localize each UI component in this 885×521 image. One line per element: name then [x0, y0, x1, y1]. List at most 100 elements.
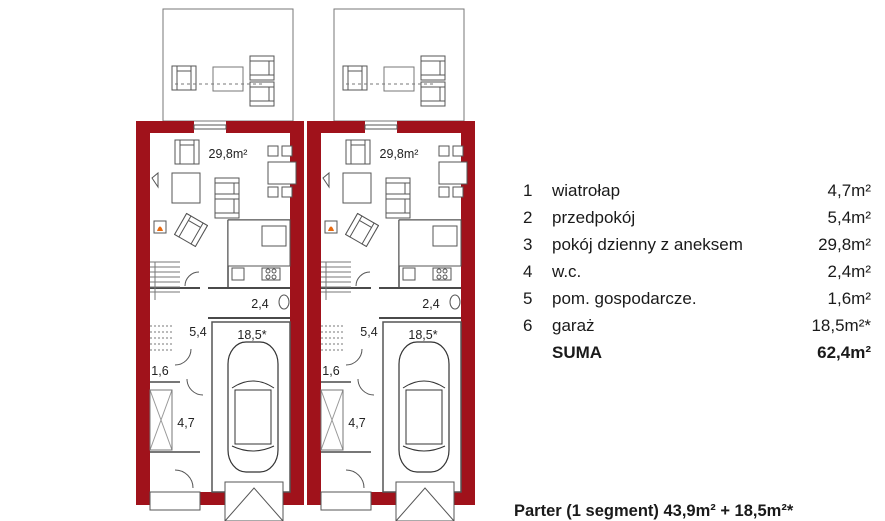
door-arc — [174, 348, 192, 366]
door-arc — [357, 378, 375, 396]
chair-icon — [267, 145, 279, 157]
lamp-icon — [151, 171, 159, 189]
kitchen-cabinet — [261, 225, 287, 247]
outer-wall-left — [136, 121, 150, 505]
garage-area-label: 18,5* — [237, 328, 266, 342]
room-name: pokój dzienny z aneksem — [552, 235, 743, 254]
room-area: 18,5m²* — [811, 316, 871, 335]
legend-row: 3 pokój dzienny z aneksem 29,8m² — [516, 232, 871, 259]
room-area: 2,4m² — [827, 262, 871, 281]
legend-row: 6 garaż 18,5m²* — [516, 313, 871, 340]
room-area: 4,7m² — [827, 181, 871, 200]
sink-icon — [231, 267, 245, 281]
door-arc — [355, 271, 371, 287]
entry-step — [320, 491, 372, 511]
garage-apron — [395, 481, 455, 521]
toilet-icon — [449, 294, 461, 310]
apron-slope — [224, 487, 284, 521]
door-arc — [186, 378, 204, 396]
wc-area-label: 2,4 — [422, 297, 439, 311]
room-name: przedpokój — [552, 208, 636, 227]
wardrobe-cross — [149, 389, 173, 451]
chair-icon — [438, 145, 450, 157]
terrace-chair-icon — [171, 65, 197, 91]
hall-area-label: 5,4 — [189, 325, 206, 339]
car-roof — [234, 389, 272, 445]
terrace-table — [212, 66, 244, 92]
sofa-icon — [214, 193, 240, 219]
door-arc — [345, 348, 363, 366]
burner-icon — [265, 274, 271, 280]
armchair-icon — [174, 139, 200, 165]
room-number: 3 — [523, 235, 533, 254]
dining-table — [438, 161, 468, 185]
room-number: 6 — [523, 316, 533, 335]
chair-icon — [267, 186, 279, 198]
legend-row: 4 w.c. 2,4m² — [516, 259, 871, 286]
room-name: w.c. — [552, 262, 582, 281]
coffee-table — [171, 172, 201, 204]
stove-icon — [432, 267, 452, 281]
legend-row: 2 przedpokój 5,4m² — [516, 205, 871, 232]
window — [193, 124, 227, 130]
room-number: 2 — [523, 208, 533, 227]
outer-wall-right — [461, 121, 475, 505]
terrace-table — [383, 66, 415, 92]
burner-icon — [436, 274, 442, 280]
car-icon — [398, 341, 450, 473]
sink-icon — [402, 267, 416, 281]
dining-table — [267, 161, 297, 185]
vestibule-area-label: 4,7 — [348, 416, 365, 430]
chair-icon — [452, 145, 464, 157]
garage-area-label: 18,5* — [408, 328, 437, 342]
fire-icon — [157, 226, 163, 231]
burner-icon — [271, 274, 277, 280]
wardrobe — [320, 389, 344, 451]
car-windshield — [231, 380, 275, 452]
fire-icon — [328, 226, 334, 231]
hall-area-label: 5,4 — [360, 325, 377, 339]
outer-wall-top — [397, 121, 475, 133]
terrace-chair-icon — [249, 55, 275, 81]
room-number: 4 — [523, 262, 533, 281]
car-windshield — [402, 380, 446, 452]
outer-wall-top — [136, 121, 194, 133]
legend-row: 5 pom. gospodarcze. 1,6m² — [516, 286, 871, 313]
legend-total-row: SUMA 62,4m² — [516, 340, 871, 367]
entry-door-arc — [345, 469, 365, 489]
entry-door-arc — [174, 469, 194, 489]
terrace-chair-icon — [420, 81, 446, 107]
stove-icon — [261, 267, 281, 281]
room-legend: 1 wiatrołap 4,7m² 2 przedpokój 5,4m² 3 p… — [516, 178, 871, 367]
floor-summary: Parter (1 segment) 43,9m² + 18,5m²* — [514, 502, 794, 520]
entry-step — [149, 491, 201, 511]
total-label: SUMA — [552, 343, 603, 362]
room-area: 5,4m² — [827, 208, 871, 227]
armchair-icon — [345, 139, 371, 165]
burner-icon — [265, 268, 271, 274]
room-name: wiatrołap — [552, 181, 621, 200]
outer-wall-right — [290, 121, 304, 505]
burner-icon — [442, 274, 448, 280]
vestibule-area-label: 4,7 — [177, 416, 194, 430]
utility-area-label: 1,6 — [151, 364, 168, 378]
terrace-chair-icon — [420, 55, 446, 81]
coffee-table — [342, 172, 372, 204]
legend-row: 1 wiatrołap 4,7m² — [516, 178, 871, 205]
terrace-chair-icon — [249, 81, 275, 107]
room-name: garaż — [552, 316, 595, 335]
burner-icon — [436, 268, 442, 274]
wardrobe — [149, 389, 173, 451]
sofa-icon — [385, 193, 411, 219]
room-area: 29,8m² — [818, 235, 871, 254]
burner-icon — [442, 268, 448, 274]
wc-area-label: 2,4 — [251, 297, 268, 311]
utility-area-label: 1,6 — [322, 364, 339, 378]
window — [364, 124, 398, 130]
room-name: pom. gospodarcze. — [552, 289, 697, 308]
apron-slope — [395, 487, 455, 521]
burner-icon — [271, 268, 277, 274]
